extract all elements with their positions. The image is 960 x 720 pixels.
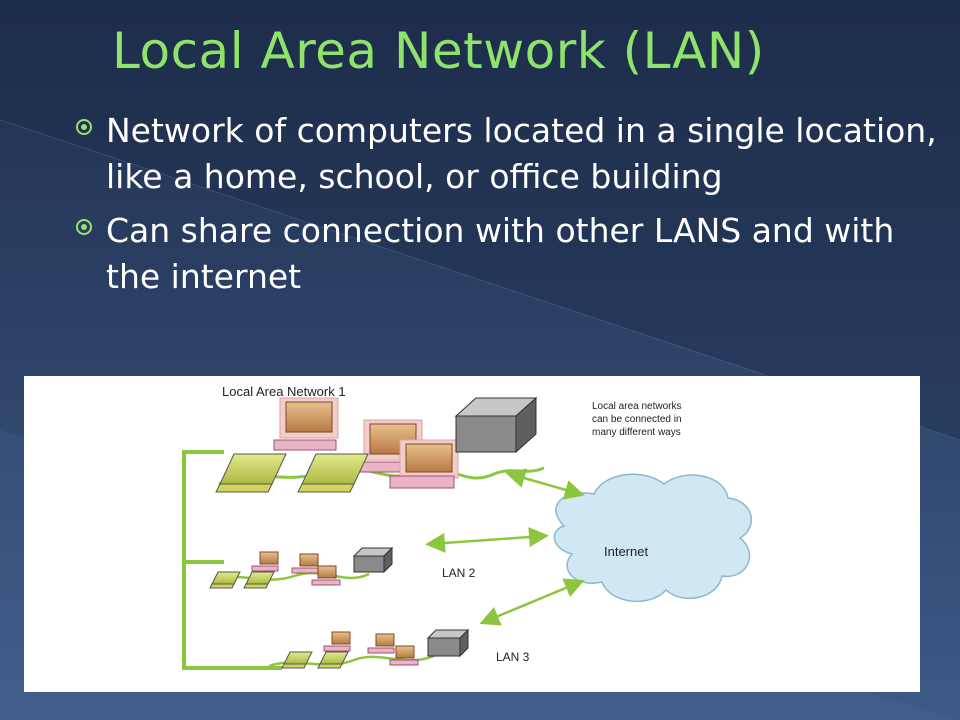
lan3-computer-1 — [323, 631, 351, 652]
bullet-text: Can share connection with other LANS and… — [106, 211, 895, 296]
lan3-computer-2 — [367, 633, 395, 654]
lan2-laptop-1 — [209, 571, 241, 589]
lan1-computer-1 — [273, 397, 339, 451]
bullet-item: Network of computers located in a single… — [68, 108, 948, 200]
note-text: Local area networks can be connected in … — [592, 400, 682, 439]
lan3-computer-3 — [389, 645, 419, 666]
lan3-laptop-1 — [281, 651, 313, 669]
note-line: Local area networks — [592, 401, 682, 412]
lan1-printer — [454, 396, 538, 454]
lan2-printer — [352, 546, 394, 574]
lan1-laptop-1 — [215, 453, 287, 493]
lan-diagram: Local Area Network 1 Local area networks… — [24, 376, 920, 692]
lan2-label: LAN 2 — [442, 566, 476, 580]
lan2-cable — [213, 571, 370, 582]
lan2-computer-2 — [291, 553, 319, 574]
lan2-laptop-2 — [243, 571, 275, 589]
bullet-text: Network of computers located in a single… — [106, 111, 937, 196]
lan2-computer-1 — [251, 551, 279, 572]
target-bullet-icon — [76, 119, 92, 135]
lan-diagram-graphic — [182, 396, 752, 670]
lan3-label: LAN 3 — [496, 650, 530, 664]
lan3-printer — [426, 628, 470, 658]
note-line: can be connected in — [592, 414, 682, 425]
slide-title: Local Area Network (LAN) — [112, 22, 765, 80]
lan1-internet-arrow — [505, 468, 585, 500]
lan2-internet-arrow — [425, 527, 549, 553]
target-bullet-icon — [76, 219, 92, 235]
bullet-list: Network of computers located in a single… — [68, 108, 948, 308]
lan1-laptop-2 — [297, 453, 369, 493]
lan1-label: Local Area Network 1 — [222, 384, 346, 399]
lan1-computer-3 — [389, 439, 459, 489]
lan3-laptop-2 — [317, 651, 349, 669]
note-line: many different ways — [592, 427, 681, 438]
internet-cloud — [553, 473, 752, 603]
lan2-computer-3 — [311, 565, 341, 586]
backbone-connector — [182, 450, 282, 670]
internet-label: Internet — [604, 544, 649, 559]
bullet-item: Can share connection with other LANS and… — [68, 208, 948, 300]
lan3-internet-arrow — [479, 578, 585, 626]
